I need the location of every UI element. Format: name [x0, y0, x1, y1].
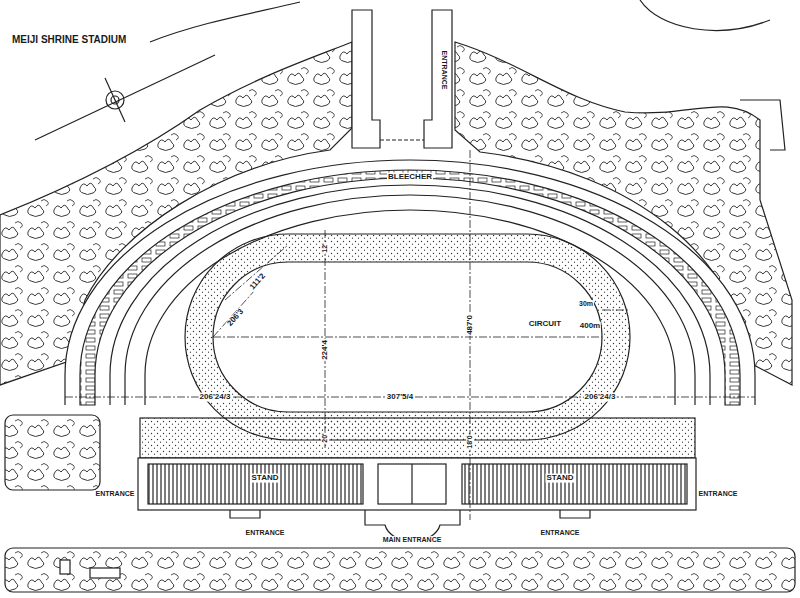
entrance-label: ENTRANCE	[698, 490, 739, 498]
entrance-label: ENTRANCE	[95, 490, 136, 498]
dimension-label: 18'0	[466, 434, 474, 449]
dimension-label: 12'	[321, 242, 329, 253]
dimension-label: 206'24/3	[584, 393, 617, 402]
dimension-label: 206'24/3	[199, 393, 232, 402]
dimension-label: 224'4	[321, 339, 330, 361]
entrance-label: ENTRANCE	[245, 529, 286, 537]
stand-label: STAND	[546, 474, 575, 483]
entrance-label: MAIN ENTRANCE	[382, 536, 443, 544]
dimension-label: 30m	[578, 300, 594, 308]
stand-label: STAND	[251, 474, 280, 483]
dimension-label: 487'0	[466, 314, 475, 336]
entrance-label: ENTRANCE	[440, 50, 448, 91]
dimension-label: 20'	[321, 432, 329, 443]
section-label: BLEECHER	[387, 173, 433, 182]
dimension-label: 307'5/4	[386, 393, 414, 402]
entrance-label: ENTRANCE	[540, 529, 581, 537]
title: MEIJI SHRINE STADIUM	[12, 34, 126, 45]
dimension-label: 400m	[579, 322, 601, 331]
section-label: CIRCUIT	[528, 320, 562, 329]
